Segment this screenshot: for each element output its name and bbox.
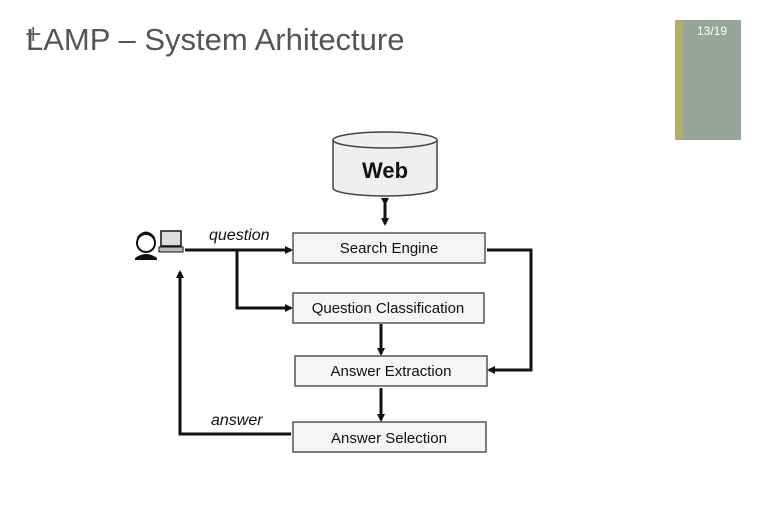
answer-extraction-label: Answer Extraction	[331, 363, 452, 380]
answer-selection-box	[292, 421, 487, 453]
answer-selection-label: Answer Selection	[331, 430, 447, 447]
answer-extraction-box	[294, 355, 488, 387]
accent-bar	[675, 20, 683, 140]
slide-title: LAMP – System Arhitecture	[26, 22, 405, 57]
question-label: question	[209, 227, 270, 244]
system-architecture-diagram: Web question answer Search Engine Questi…	[125, 120, 545, 465]
page-number-box	[683, 20, 741, 140]
question-classification-box	[292, 292, 485, 324]
selection-to-user-arrow	[176, 270, 291, 436]
search-to-extraction-arrow	[487, 248, 533, 374]
user-with-computer-icon	[135, 230, 184, 260]
answer-label: answer	[211, 412, 263, 429]
search-engine-label: Search Engine	[340, 240, 438, 257]
title-plus-mark: +	[24, 22, 43, 47]
web-label: Web	[362, 158, 408, 183]
question-classification-label: Question Classification	[312, 300, 465, 317]
page-number: 13/19	[696, 24, 728, 38]
question-to-classification-arrow	[235, 250, 293, 312]
search-engine-box	[292, 232, 486, 264]
web-database-icon	[332, 131, 438, 197]
